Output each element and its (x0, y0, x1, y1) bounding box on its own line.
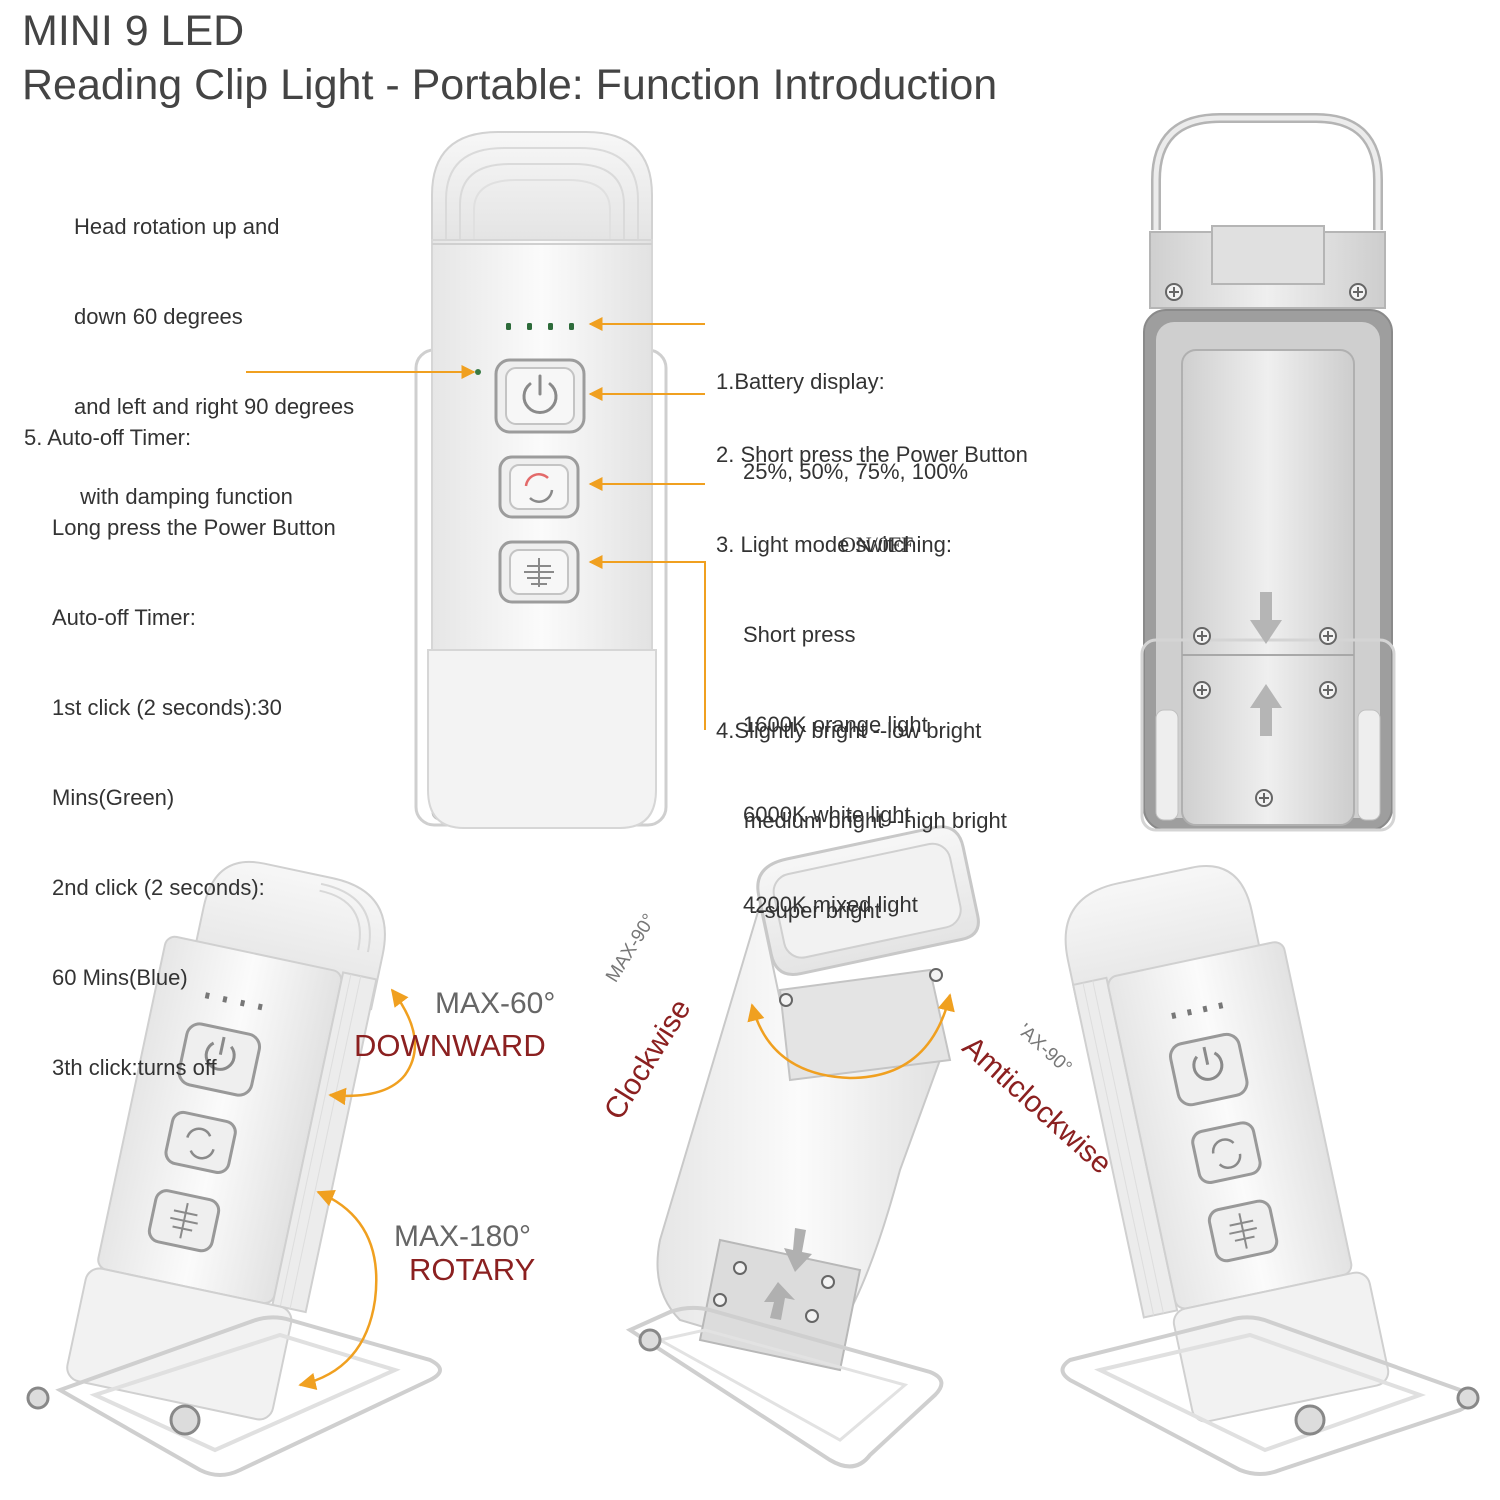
rotary-label: ROTARY (409, 1252, 536, 1287)
callout-arrows (246, 317, 706, 730)
note-line: 3. Light mode switching: (716, 532, 953, 557)
note-line: Auto-off Timer: (52, 605, 196, 630)
note-line: 6000K white light (743, 802, 911, 827)
note-line: 1600K orange light (743, 712, 928, 737)
brightness-button[interactable] (498, 540, 580, 604)
note-line: down 60 degrees (74, 304, 243, 329)
power-button-note: 2. Short press the Power Button ON/0FF (716, 380, 1028, 590)
note-line: and left and right 90 degrees (74, 394, 355, 419)
note-line: ON/0FF (840, 532, 914, 557)
clip-frame-right (1060, 1315, 1480, 1476)
head-rotation-note: Head rotation up and down 60 degrees and… (74, 152, 354, 542)
note-line: 2. Short press the Power Button (716, 442, 1028, 467)
note-line: Mins(Green) (52, 785, 175, 810)
mode-button[interactable] (498, 455, 580, 519)
note-line: Short press (743, 622, 856, 647)
rotation-arcs (298, 988, 955, 1390)
battery-leds (506, 323, 574, 330)
timer-led (475, 369, 481, 375)
note-line: 4.Slightly bright --low bright (716, 718, 982, 743)
note-line: --super bright (750, 898, 881, 923)
downward-label: DOWNWARD (354, 1028, 546, 1063)
max-60-label: MAX-60° (435, 987, 556, 1020)
note-line: 1.Battery display: (716, 369, 885, 394)
power-button[interactable] (494, 358, 586, 434)
note-line: 2nd click (2 seconds): (52, 875, 265, 900)
note-line: 3th click:turns off (52, 1055, 217, 1080)
note-line: Long press the Power Button (52, 515, 336, 540)
title-line-2: Reading Clip Light - Portable: Function … (22, 61, 998, 109)
battery-display-note: 1.Battery display: 25%, 50%, 75%, 100% (716, 307, 968, 517)
title-line-1: MINI 9 LED (22, 7, 245, 55)
front-device-view (414, 131, 668, 829)
auto-off-timer-note: 5. Auto-off Timer: Long press the Power … (24, 363, 336, 1113)
page-title: MINI 9 LED Reading Clip Light - Portable… (22, 4, 997, 112)
note-line: Head rotation up and (74, 214, 280, 239)
note-line: with damping function (74, 484, 293, 509)
note-line: 4200K mixed light (743, 892, 918, 917)
light-mode-note: 3. Light mode switching: Short press 160… (716, 470, 952, 950)
note-line: medium bright --high bright (744, 808, 1007, 833)
back-device-view (1140, 113, 1396, 832)
tilt-device-view (66, 860, 386, 1421)
note-line: 5. Auto-off Timer: (24, 425, 192, 450)
note-line: 60 Mins(Blue) (52, 965, 188, 990)
clip-frame-left (26, 1315, 442, 1477)
brightness-note: 4.Slightly bright --low bright medium br… (716, 656, 1007, 956)
note-line: 25%, 50%, 75%, 100% (743, 459, 969, 484)
max-180-label: MAX-180° (394, 1220, 532, 1253)
note-line: 1st click (2 seconds):30 (52, 695, 282, 720)
